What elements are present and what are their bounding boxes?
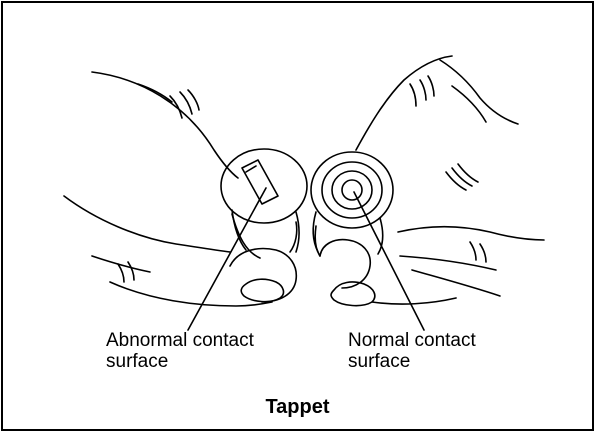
figure-caption: Tappet <box>0 396 595 419</box>
normal-label-line1: Normal contact <box>348 330 476 351</box>
abnormal-label-line2: surface <box>106 351 254 372</box>
left-tappet-drawing <box>221 149 307 252</box>
abnormal-contact-label: Abnormal contact surface <box>106 330 254 372</box>
normal-contact-label: Normal contact surface <box>348 330 476 372</box>
abnormal-leader-line <box>188 188 266 330</box>
abnormal-label-line1: Abnormal contact <box>106 330 254 351</box>
normal-label-line2: surface <box>348 351 476 372</box>
normal-leader-line <box>354 192 424 330</box>
right-tappet-drawing <box>311 152 393 254</box>
left-hand-drawing <box>64 72 297 306</box>
